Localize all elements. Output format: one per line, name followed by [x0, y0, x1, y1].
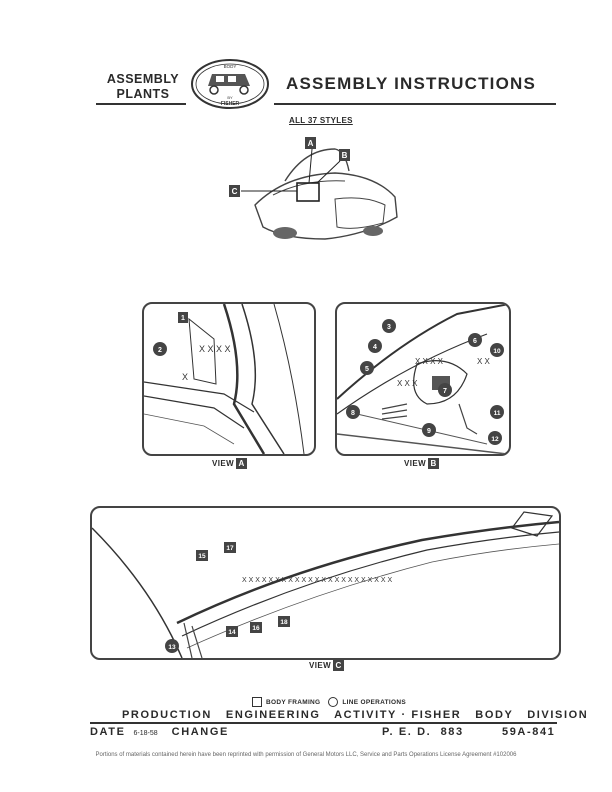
overview-callout-box-a	[305, 137, 316, 149]
view-c-callout-15: 15	[198, 553, 206, 560]
view-a-callout-1: 1	[181, 315, 185, 322]
view-a-callout-box-1	[178, 312, 188, 323]
document-number: 59A-841	[502, 726, 556, 738]
date-value: 6-18-58	[133, 730, 158, 737]
view-b-callout-12: 12	[491, 436, 499, 443]
view-c-callout-13: 13	[168, 644, 176, 651]
change-label: CHANGE	[171, 726, 229, 738]
view-b-illustration: X X X X X X X X X 3 4 5 6 7 8 9 10 11 12	[337, 304, 509, 454]
overview-callout-box-c	[229, 185, 240, 197]
view-b-callout-5: 5	[365, 366, 369, 373]
view-b-label: VIEW B	[404, 458, 440, 469]
footer-date-change: DATE 6-18-58 CHANGE	[90, 726, 229, 738]
view-b-callout-10: 10	[493, 348, 501, 355]
view-b-callout-3: 3	[387, 324, 391, 331]
body-framing-checkbox[interactable]	[252, 697, 262, 707]
overview-callout-b: B	[342, 151, 348, 160]
activity-line: PRODUCTION ENGINEERING ACTIVITY · FISHER…	[122, 709, 589, 721]
view-c-label: VIEW C	[309, 660, 345, 671]
view-c-panel: X X X X X X X X X X X X X X X X X X X X …	[90, 506, 561, 660]
line-operations-radio[interactable]	[328, 697, 339, 707]
overview-callout-box-b	[339, 149, 350, 161]
view-b-panel: X X X X X X X X X 3 4 5 6 7 8 9 10 11 12	[335, 302, 511, 456]
view-b-callout-8: 8	[351, 410, 355, 417]
view-a-label: VIEW A	[212, 458, 248, 469]
line-operations-label: LINE OPERATIONS	[342, 698, 407, 706]
view-a-illustration: X X X X X 1 2	[144, 304, 305, 454]
header-rule-right	[274, 103, 556, 105]
view-b-callout-11: 11	[494, 410, 501, 417]
date-label: DATE	[90, 726, 126, 738]
svg-text:X X X X: X X X X	[199, 344, 231, 354]
logo-text-top: BODY	[224, 64, 237, 69]
view-a-panel: X X X X X 1 2	[142, 302, 316, 456]
svg-text:X: X	[182, 372, 188, 382]
view-b-callout-6: 6	[473, 338, 477, 345]
ped-number: P. E. D. 883	[382, 726, 464, 738]
svg-text:X X: X X	[477, 357, 491, 366]
assembly-plants-label: ASSEMBLY PLANTS	[106, 72, 180, 101]
svg-text:X X X X: X X X X	[415, 357, 444, 366]
view-c-callout-17: 17	[226, 545, 234, 552]
view-b-callout-4: 4	[373, 344, 377, 351]
view-c-callout-16: 16	[252, 625, 260, 632]
view-c-callout-14: 14	[228, 629, 236, 636]
svg-text:X X X: X X X	[397, 379, 418, 388]
view-b-callout-9: 9	[427, 428, 431, 435]
body-framing-label: BODY FRAMING	[266, 698, 321, 706]
page-title: ASSEMBLY INSTRUCTIONS	[286, 74, 537, 93]
overview-callout-a: A	[308, 139, 314, 148]
footer-rule	[90, 722, 557, 724]
view-a-callout-circle-2	[153, 342, 167, 356]
svg-text:X X X X X X X X X X X X X X X: X X X X X X X X X X X X X X X X X X X X …	[242, 577, 393, 584]
fisher-logo: BODY BY FISHER	[191, 59, 269, 109]
applies-to-styles: ALL 37 STYLES	[289, 116, 353, 125]
logo-text-mid: BY	[227, 95, 233, 100]
operation-type-selector: BODY FRAMING LINE OPERATIONS	[252, 697, 406, 707]
view-c-illustration: X X X X X X X X X X X X X X X X X X X X …	[92, 511, 559, 658]
header-rule-left	[96, 103, 186, 105]
view-b-callout-7: 7	[443, 388, 447, 395]
license-notice: Portions of materials contained herein h…	[95, 752, 517, 758]
view-c-callout-18: 18	[280, 619, 288, 626]
car-overview-illustration: A B C	[229, 137, 398, 240]
overview-callout-c: C	[232, 187, 238, 196]
view-a-callout-2: 2	[158, 347, 162, 354]
logo-text-bottom: FISHER	[221, 101, 240, 107]
